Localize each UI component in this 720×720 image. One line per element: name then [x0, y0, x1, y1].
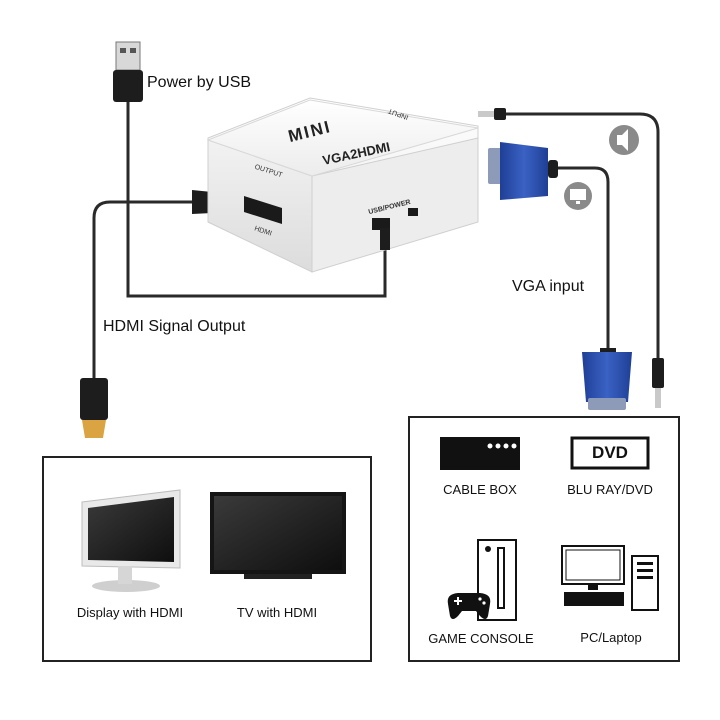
usb-micro-plug: [380, 228, 390, 250]
source-devices-panel: [408, 416, 680, 662]
hdmi-output-label: HDMI Signal Output: [103, 318, 246, 335]
tv-hdmi-label: TV with HDMI: [236, 605, 318, 620]
vga-cable: [488, 142, 632, 410]
game-console-illustration: [447, 539, 517, 621]
vga-input-label: VGA input: [512, 278, 585, 295]
pc-laptop-label: PC/Laptop: [580, 630, 642, 645]
pc-illustration: [561, 545, 659, 611]
audio-cable: [478, 108, 664, 408]
output-devices-panel: [42, 456, 372, 662]
dvd-badge: DVD: [592, 443, 628, 462]
vga2hdmi-converter: [206, 97, 479, 273]
cable-box-label: CABLE BOX: [443, 482, 517, 497]
tv-illustration: [210, 492, 346, 579]
game-console-label: GAME CONSOLE: [428, 631, 534, 646]
display-hdmi-label: Display with HDMI: [76, 605, 184, 620]
dvd-illustration: [570, 436, 650, 470]
cable-box-illustration: [440, 437, 520, 470]
power-label: Power by USB: [147, 74, 252, 91]
monitor-illustration: [81, 489, 181, 592]
usb-power-cable: [113, 41, 387, 298]
bluray-dvd-label: BLU RAY/DVD: [567, 482, 653, 497]
